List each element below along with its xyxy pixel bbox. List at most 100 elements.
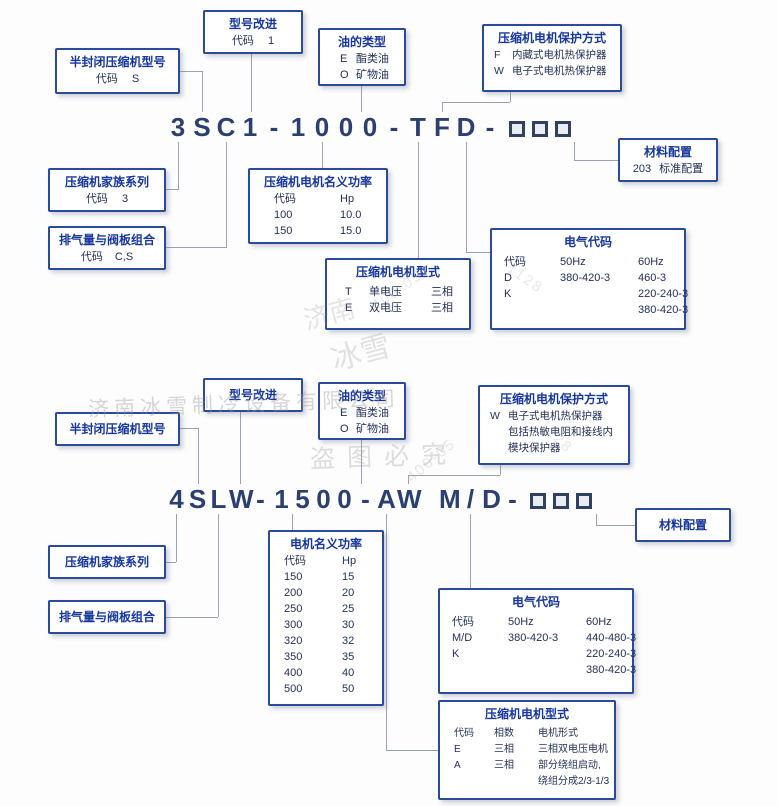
model-char: T — [410, 112, 426, 142]
model-char: 5 — [295, 484, 310, 514]
row: 350 35 — [272, 649, 380, 665]
code-cell — [452, 662, 508, 678]
value-cell: 酯类油 — [356, 53, 389, 65]
value-cell: 380-420-3 — [508, 632, 559, 644]
value-cell: 矿物油 — [356, 69, 389, 81]
box-displacement-valve-top: 排气量与阀板组合 代码 C,S — [48, 226, 166, 270]
model-char: 1 — [242, 112, 258, 142]
model-char: F — [434, 112, 450, 142]
model-char: M — [439, 484, 461, 514]
box-title: 电气代码 — [511, 595, 560, 609]
model-char: - — [485, 112, 495, 142]
connector-line — [500, 465, 501, 475]
box-title: 电机名义功率 — [289, 537, 362, 551]
code-cell — [490, 440, 508, 456]
value-cell: 1 — [267, 35, 275, 47]
code-cell: 100 — [274, 209, 293, 221]
box-material-config-top: 材料配置 203 标准配置 — [618, 138, 718, 182]
code-cell: M/D — [452, 632, 473, 644]
value-cell — [560, 286, 638, 302]
connector-line — [418, 142, 419, 258]
value-cell: 460-3 — [638, 272, 667, 284]
value-cell: 32 — [342, 635, 355, 647]
code-cell: W — [490, 410, 500, 422]
code-cell — [490, 424, 508, 440]
row: 模块保护器 — [482, 440, 626, 456]
value-cell: 380-420-3 — [586, 664, 637, 676]
placeholder-squares — [502, 112, 571, 142]
code-cell: 400 — [284, 667, 303, 679]
box-family-series-top: 压缩机家族系列 代码 3 — [48, 168, 166, 212]
box-title: 压缩机电机型式 — [484, 707, 569, 721]
value-cell: 220-240-3 — [638, 288, 689, 300]
code-cell: 350 — [284, 651, 303, 663]
value-cell: 模块保护器 — [508, 442, 561, 454]
code-cell: 代码 — [452, 616, 474, 628]
box-title: 压缩机电机保护方式 — [497, 31, 606, 45]
connector-line — [466, 252, 490, 253]
value-cell: 3 — [121, 193, 129, 205]
value-cell: C,S — [114, 251, 134, 263]
value-cell: 35 — [342, 651, 355, 663]
value-cell: 40 — [342, 667, 355, 679]
model-char: 3 — [170, 112, 186, 142]
value-cell: 15 — [342, 571, 355, 583]
row: 400 40 — [272, 665, 380, 681]
value-cell — [560, 302, 638, 318]
value-cell: 380-420-3 — [560, 272, 611, 284]
connector-line — [240, 412, 241, 484]
code-cell: K — [504, 288, 512, 300]
connector-line — [386, 514, 387, 750]
box-model-improvement-top: 型号改进 代码 1 — [203, 10, 303, 54]
placeholder-square — [553, 493, 569, 509]
value-cell: 50Hz — [560, 256, 586, 268]
watermark-notice: 盗图必究 — [309, 440, 459, 474]
value-cell: 矿物油 — [356, 423, 389, 435]
box-title: 压缩机电机保护方式 — [499, 392, 608, 406]
value-cell — [508, 662, 586, 678]
model-char: S — [188, 484, 207, 514]
connector-line — [470, 514, 471, 588]
code-cell: 代码 — [504, 256, 526, 268]
code-cell: E — [454, 744, 461, 755]
connector-line — [176, 514, 177, 562]
model-char: D — [482, 484, 501, 514]
connector-line — [361, 86, 362, 112]
box-title: 压缩机家族系列 — [64, 554, 149, 569]
model-char: 4 — [169, 484, 184, 514]
connector-line — [574, 160, 618, 161]
value-cell: Hp — [342, 555, 357, 567]
connector-line — [408, 475, 500, 476]
label-cell: 代码 — [85, 193, 108, 205]
value-cell: 酯类油 — [356, 407, 389, 419]
watermark-phone-fragment: 400-05 — [403, 435, 460, 486]
row: 203 标准配置 — [622, 161, 714, 177]
connector-line — [166, 562, 176, 563]
value-cell: 50Hz — [508, 616, 534, 628]
value-cell: 内藏式电机热保护器 — [512, 49, 607, 61]
connector-line — [180, 71, 202, 72]
box-displacement-valve-bottom: 排气量与阀板组合 — [48, 600, 166, 634]
connector-line — [386, 750, 438, 751]
model-char: 0 — [316, 484, 331, 514]
value-cell: 15.0 — [340, 225, 362, 237]
connector-line — [180, 428, 198, 429]
model-char: 0 — [337, 484, 352, 514]
